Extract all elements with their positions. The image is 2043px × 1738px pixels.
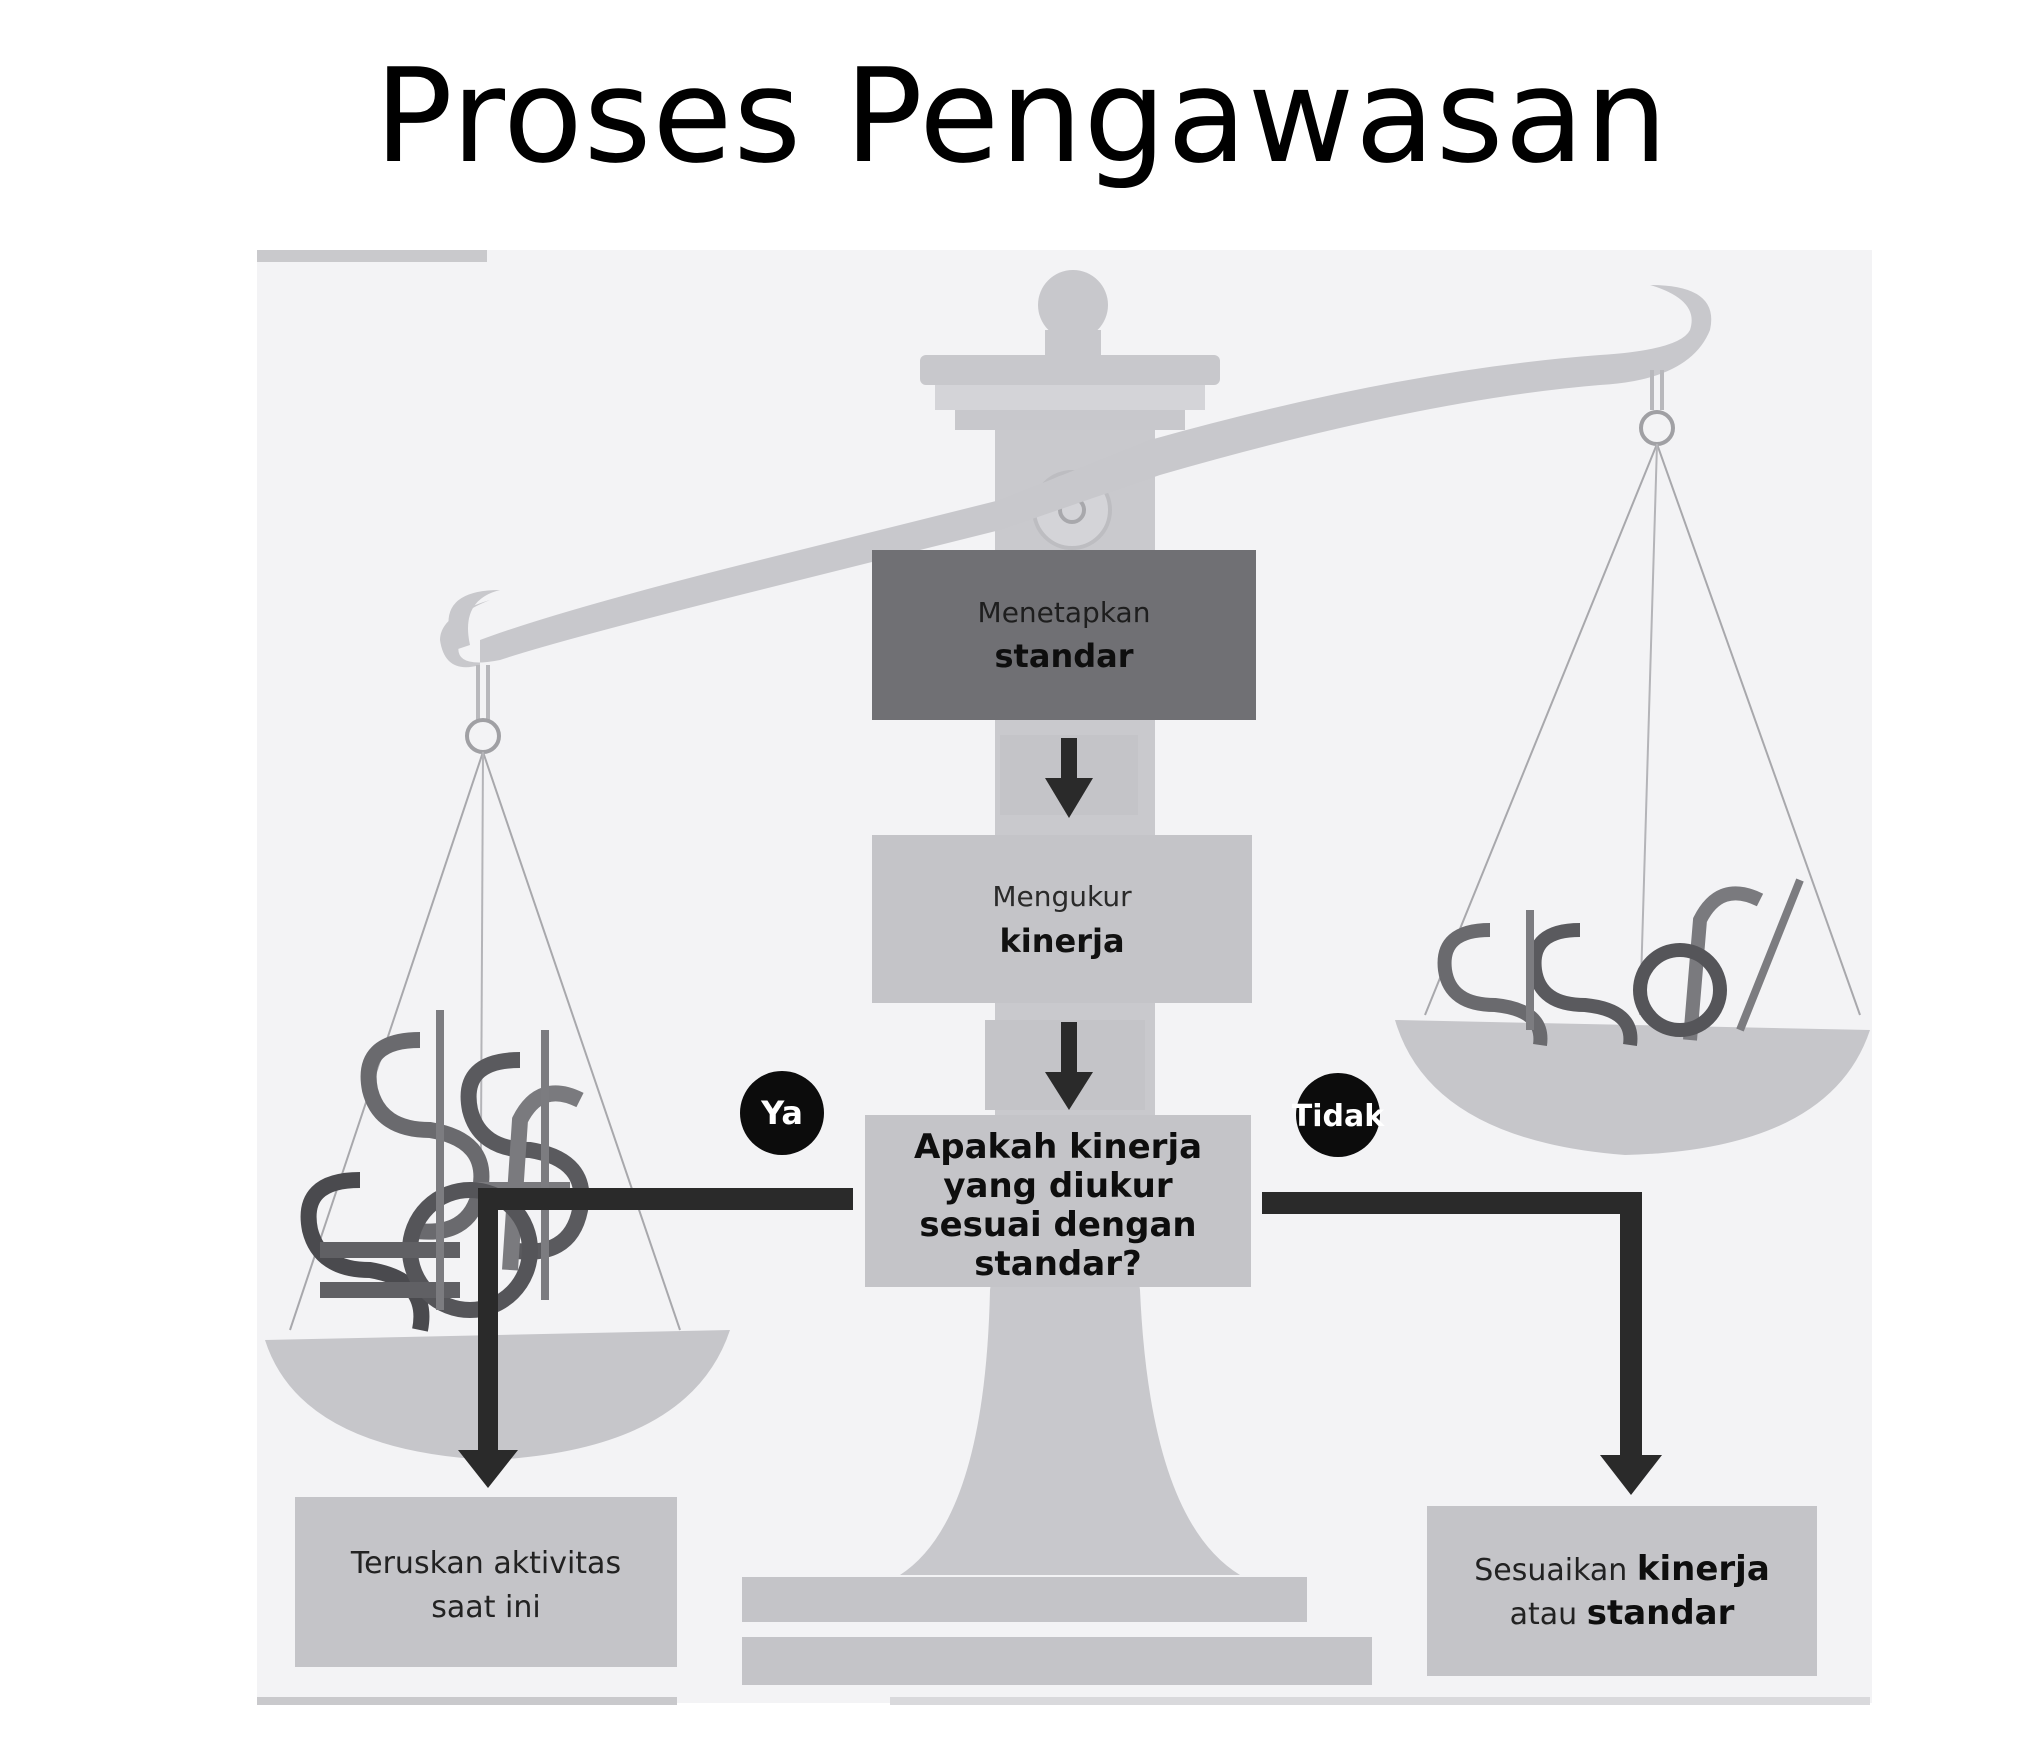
money-symbols-icon (1437, 878, 1804, 1046)
result-continue-line2: saat ini (431, 1590, 540, 1625)
no-badge (1296, 1073, 1380, 1157)
step-set-standard (872, 550, 1256, 720)
decision-box (865, 1115, 1251, 1287)
result-adjust-line1: Sesuaikan kinerja (1474, 1549, 1770, 1589)
arrow-down-icon (1045, 738, 1093, 818)
result-adjust-line2-bold: standar (1587, 1593, 1735, 1633)
result-adjust-box (1427, 1506, 1817, 1676)
yes-branch-arrow (458, 1188, 853, 1488)
page-title: Proses Pengawasan (374, 40, 1669, 192)
result-adjust-line1-bold: kinerja (1637, 1549, 1770, 1589)
result-continue-line1: Teruskan aktivitas (350, 1546, 621, 1581)
arrow-down-icon (1045, 1022, 1093, 1110)
yes-label: Ya (760, 1094, 803, 1132)
panel-edge-bottom-right (890, 1697, 1870, 1705)
result-adjust-line1-regular: Sesuaikan (1474, 1553, 1627, 1588)
no-branch-arrow (1262, 1192, 1662, 1495)
result-adjust-line2-regular: atau (1510, 1597, 1578, 1632)
right-pan (1395, 370, 1870, 1155)
step-measure-performance (872, 835, 1252, 1003)
no-label: Tidak (1292, 1099, 1385, 1134)
decision-line2: yang diukur (943, 1166, 1173, 1206)
step-set-standard-line1: Menetapkan (978, 596, 1151, 629)
panel-edge-top (257, 250, 487, 262)
yes-badge (740, 1071, 824, 1155)
panel-edge-bottom-left (257, 1697, 677, 1705)
result-continue-box (295, 1497, 677, 1667)
decision-line1: Apakah kinerja (914, 1127, 1202, 1167)
step-measure-line2: kinerja (999, 922, 1124, 960)
step-measure-line1: Mengukur (992, 880, 1132, 913)
result-adjust-line2: atau standar (1510, 1593, 1735, 1633)
decision-line3: sesuai dengan (919, 1205, 1196, 1245)
step-set-standard-line2: standar (995, 637, 1134, 675)
decision-line4: standar? (974, 1244, 1141, 1284)
